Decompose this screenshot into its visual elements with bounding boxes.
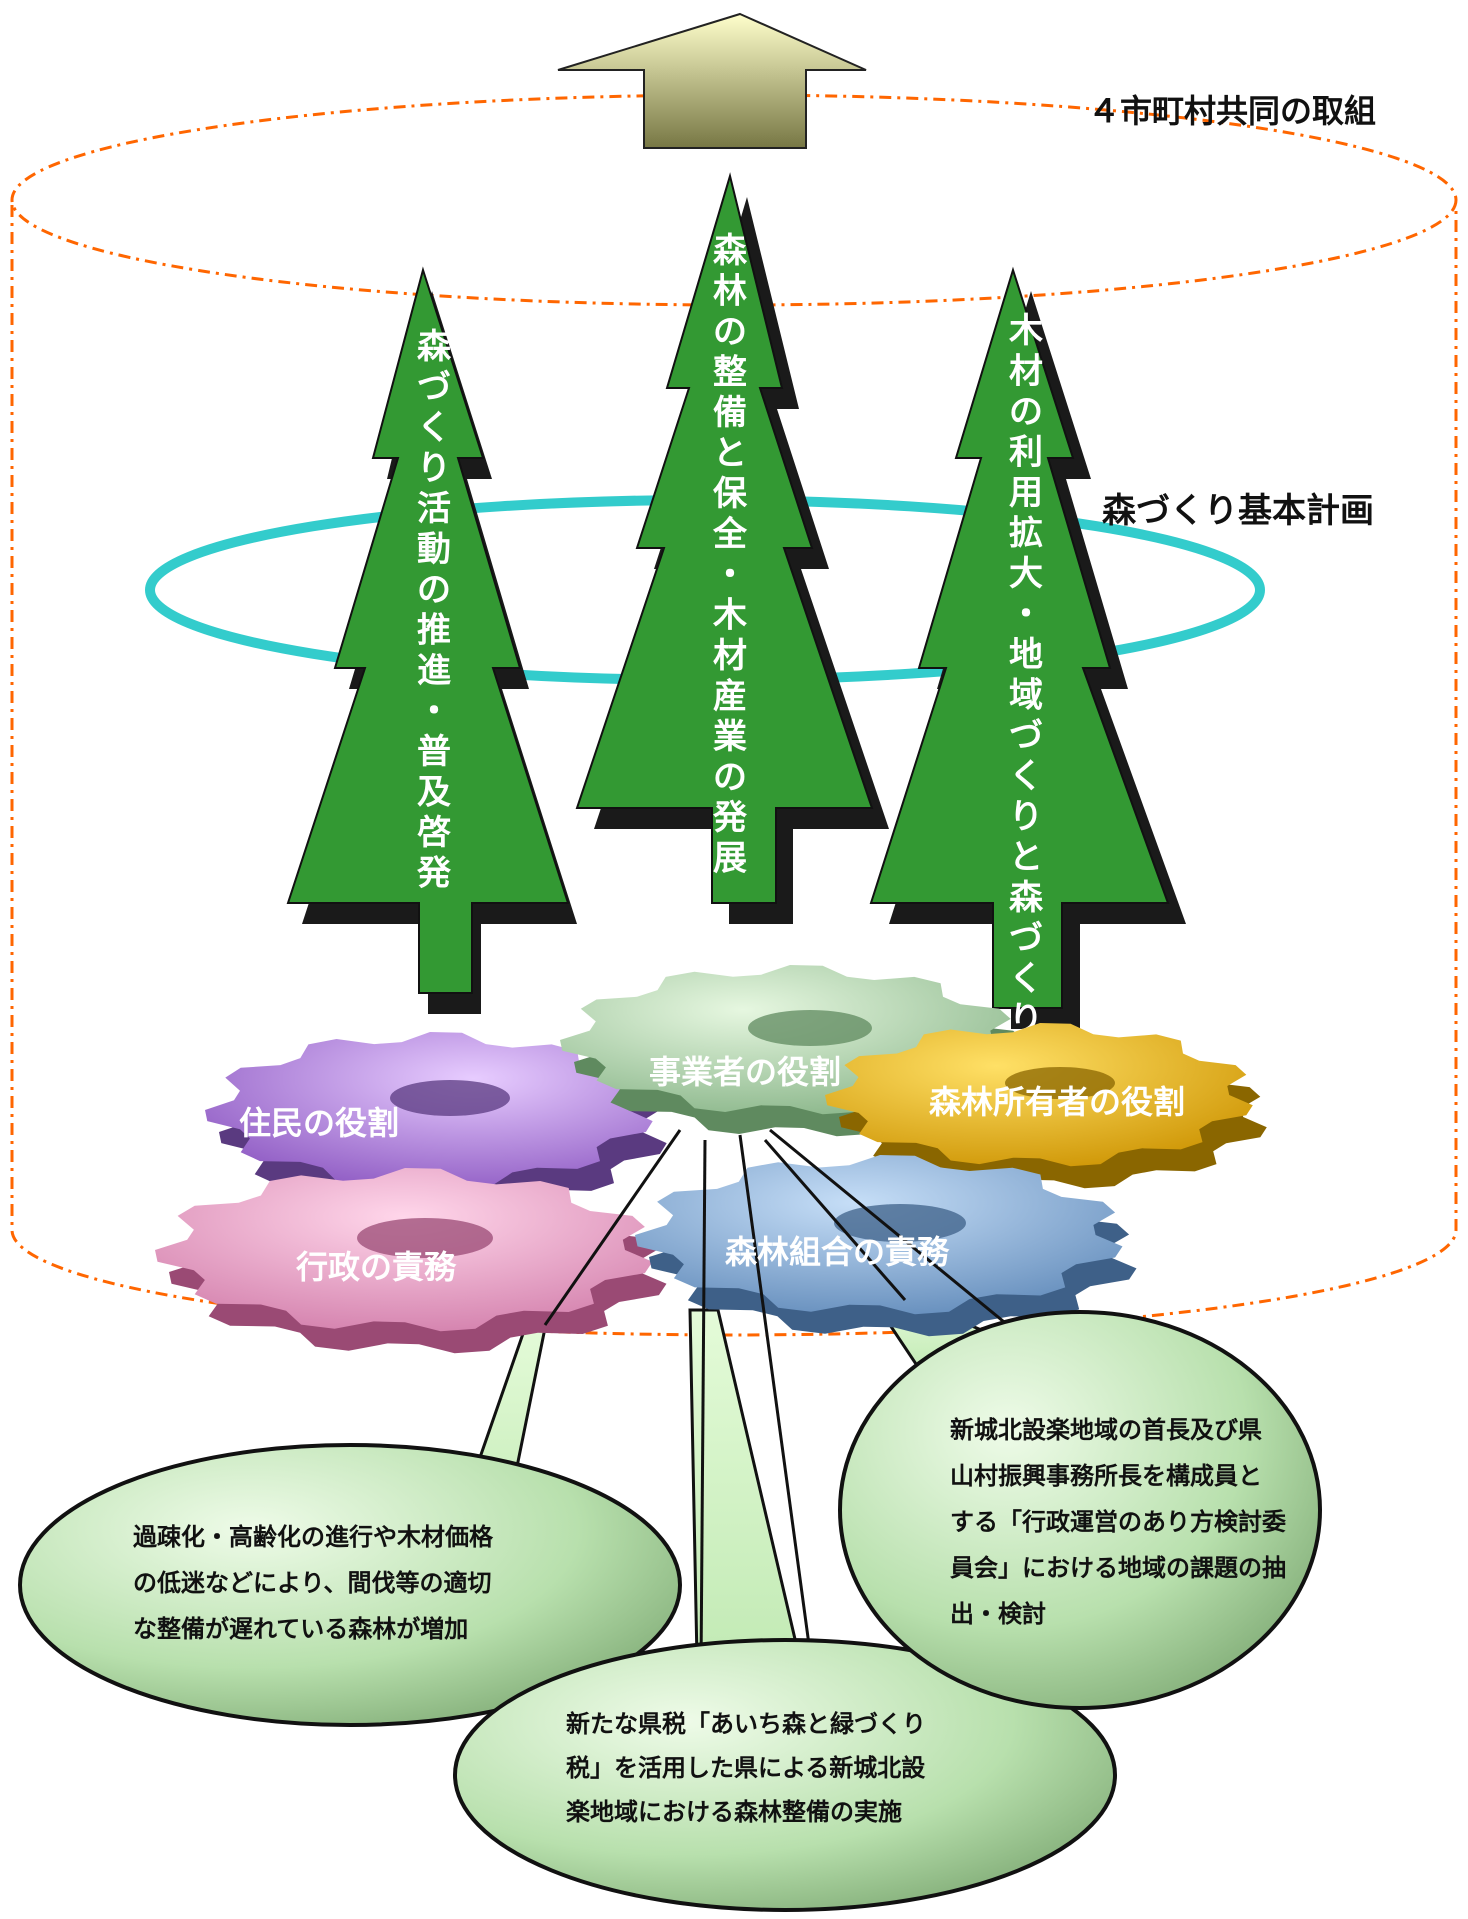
tree-label-char: ・ bbox=[1009, 595, 1043, 635]
bubble-text-line: 員会」における地域の課題の抽 bbox=[949, 1554, 1286, 1582]
joint-effort-label: ４市町村共同の取組 bbox=[1088, 92, 1376, 130]
gear-cooperative bbox=[635, 1155, 1137, 1337]
gear-cooperative-label: 森林組合の責務 bbox=[725, 1233, 950, 1271]
tree-label-char: り bbox=[1009, 797, 1043, 837]
bubble-text-line: 出・検討 bbox=[950, 1600, 1046, 1628]
tree-label-char: づ bbox=[1009, 919, 1043, 959]
bubble-text-line: 山村振興事務所長を構成員と bbox=[950, 1462, 1262, 1490]
tree-label-char: 林 bbox=[713, 272, 747, 312]
tree-label-char: 産 bbox=[713, 677, 747, 717]
tree-label-char: 森 bbox=[417, 327, 452, 367]
tree-label-char: と bbox=[1009, 838, 1043, 878]
tree-label-char: 森 bbox=[713, 231, 748, 271]
bubble-text-line: 税」を活用した県による新城北設 bbox=[566, 1754, 926, 1782]
tree-label-char: 大 bbox=[1009, 554, 1043, 594]
gear-residents bbox=[205, 1032, 667, 1210]
tree-left bbox=[286, 266, 577, 1014]
tree-left-label: 森づくり活動の推進・普及啓発 bbox=[417, 327, 452, 894]
tree-label-char: 進 bbox=[417, 651, 451, 691]
tree-label-char: く bbox=[417, 408, 451, 448]
tree-label-char: 利 bbox=[1009, 433, 1043, 473]
tree-right bbox=[869, 266, 1186, 1029]
cylinder-outline bbox=[10, 93, 1458, 1337]
tree-label-char: の bbox=[1009, 392, 1043, 432]
bubble-right: 新城北設楽地域の首長及び県山村振興事務所長を構成員とする「行政運営のあり方検討委… bbox=[838, 1310, 1322, 1710]
tree-label-char: く bbox=[1009, 757, 1043, 797]
tree-label-char: の bbox=[417, 570, 451, 610]
tree-label-char: 展 bbox=[713, 839, 747, 879]
bubble-text-line: の低迷などにより、間伐等の適切 bbox=[133, 1569, 492, 1597]
gear-residents-label: 住民の役割 bbox=[239, 1104, 399, 1142]
tree-label-char: 活 bbox=[417, 489, 451, 529]
tree-label-char: く bbox=[1009, 959, 1043, 999]
tree-label-char: 用 bbox=[1009, 473, 1043, 513]
tree-label-char: 備 bbox=[713, 393, 747, 433]
basic-plan-label: 森づくり基本計画 bbox=[1102, 491, 1374, 531]
bubble-text-line: 楽地域における森林整備の実施 bbox=[566, 1798, 902, 1826]
gear-government-label: 行政の責務 bbox=[296, 1248, 457, 1286]
tree-label-char: と bbox=[713, 434, 747, 474]
bubble-text-line: な整備が遅れている森林が増加 bbox=[133, 1615, 468, 1643]
svg-text:新たな県税「あいち森と緑づくり税」を活用した県による新城北設: 新たな県税「あいち森と緑づくり税」を活用した県による新城北設楽地域における森林整… bbox=[566, 1710, 926, 1826]
tree-label-char: づ bbox=[417, 368, 451, 408]
tree-label-char: 推 bbox=[417, 611, 451, 651]
gears bbox=[155, 965, 1267, 1354]
tree-label-char: 全 bbox=[712, 515, 748, 555]
gear-owners bbox=[825, 1023, 1267, 1189]
tree-label-char: 発 bbox=[417, 854, 452, 894]
tree-label-char: り bbox=[417, 449, 451, 489]
tree-label-char: 地 bbox=[1009, 635, 1043, 675]
tree-label-char: づ bbox=[1009, 716, 1043, 756]
svg-text:新城北設楽地域の首長及び県山村振興事務所長を構成員とする「行: 新城北設楽地域の首長及び県山村振興事務所長を構成員とする「行政運営のあり方検討委… bbox=[949, 1416, 1286, 1628]
bubble-center: 新たな県税「あいち森と緑づくり税」を活用した県による新城北設楽地域における森林整… bbox=[453, 1638, 1117, 1912]
tree-label-char: ・ bbox=[713, 555, 747, 595]
tree-label-char: 動 bbox=[417, 530, 451, 570]
tree-label-char: 木 bbox=[712, 596, 747, 636]
tree-label-char: ・ bbox=[417, 692, 451, 732]
tree-label-char: の bbox=[713, 312, 747, 352]
tree-label-char: 普 bbox=[417, 732, 451, 772]
bubble-text-line: 過疎化・高齢化の進行や木材価格 bbox=[133, 1523, 494, 1551]
gear-business-label: 事業者の役割 bbox=[649, 1053, 841, 1091]
gear-government bbox=[155, 1168, 667, 1354]
tree-label-char: 及 bbox=[417, 773, 451, 813]
bubble-left: 過疎化・高齢化の進行や木材価格の低迷などにより、間伐等の適切な整備が遅れている森… bbox=[18, 1443, 682, 1727]
tree-right-label: 木材の利用拡大・地域づくりと森づくり bbox=[1008, 311, 1044, 1040]
tree-label-char: 木 bbox=[1008, 311, 1043, 351]
tree-label-char: 啓 bbox=[417, 813, 451, 853]
bubble-text-line: する「行政運営のあり方検討委 bbox=[950, 1508, 1286, 1536]
gear-owners-label: 森林所有者の役割 bbox=[929, 1083, 1185, 1121]
tree-label-char: 材 bbox=[1009, 352, 1043, 392]
bubble-text-line: 新たな県税「あいち森と緑づくり bbox=[566, 1710, 926, 1738]
tree-label-char: 整 bbox=[713, 353, 747, 393]
tree-label-char: 拡 bbox=[1009, 514, 1043, 554]
tree-label-char: 域 bbox=[1009, 676, 1043, 716]
upward-arrow bbox=[557, 12, 867, 149]
tree-label-char: の bbox=[713, 758, 747, 798]
tree-label-char: 保 bbox=[713, 474, 748, 514]
tree-center-label: 森林の整備と保全・木材産業の発展 bbox=[712, 231, 748, 879]
svg-text:過疎化・高齢化の進行や木材価格の低迷などにより、間伐等の適切: 過疎化・高齢化の進行や木材価格の低迷などにより、間伐等の適切な整備が遅れている森… bbox=[133, 1523, 494, 1643]
tree-label-char: 材 bbox=[713, 636, 747, 676]
bubble-text-line: 新城北設楽地域の首長及び県 bbox=[950, 1416, 1262, 1444]
tree-label-char: 業 bbox=[713, 717, 747, 757]
tree-label-char: 森 bbox=[1009, 878, 1044, 918]
tree-center bbox=[575, 172, 889, 924]
tree-label-char: 発 bbox=[713, 798, 748, 838]
